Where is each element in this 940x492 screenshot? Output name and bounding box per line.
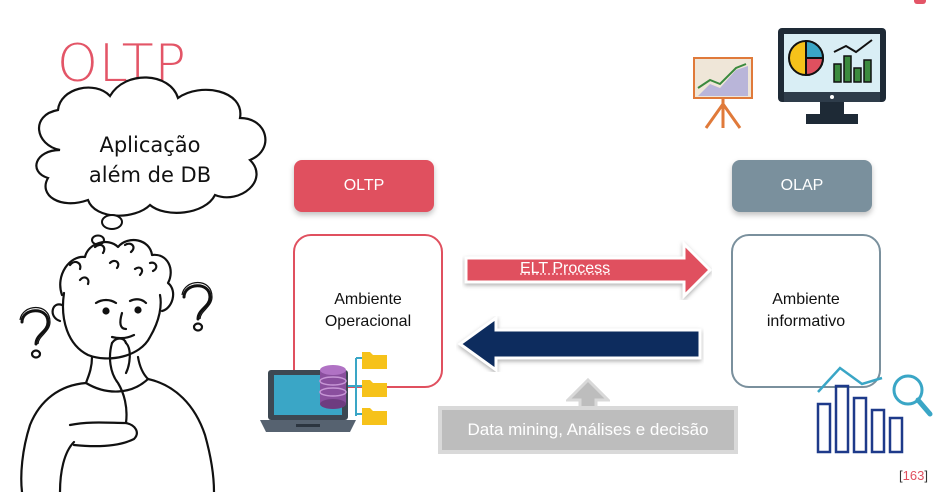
bar-chart-magnifier-icon — [816, 366, 933, 454]
oltp-header: OLTP — [294, 160, 434, 212]
thought-line-1: Aplicação — [99, 133, 201, 157]
folder-icon — [362, 352, 387, 425]
informative-line-2: informativo — [766, 313, 846, 330]
operational-line-2: Operacional — [324, 313, 412, 330]
olap-header: OLAP — [732, 160, 872, 212]
return-arrow — [457, 316, 702, 372]
elt-label-text: ELT Process — [520, 260, 611, 277]
elt-arrow — [464, 240, 712, 300]
question-mark-icon — [181, 282, 213, 332]
data-mining-box: Data mining, Análises e decisão — [438, 406, 738, 454]
monitor-dashboard-icon — [778, 28, 886, 124]
laptop-database-icon — [260, 352, 387, 432]
corner-accent — [914, 0, 926, 4]
informative-line-1: Ambiente — [772, 291, 840, 308]
thought-text: Aplicação além de DB — [70, 130, 230, 190]
question-mark-icon — [19, 307, 51, 359]
slide-number-value: 163 — [902, 468, 925, 483]
thought-line-2: além de DB — [88, 163, 212, 187]
presentation-board-icon — [693, 57, 753, 129]
thinking-person-illustration — [20, 238, 216, 492]
informative-environment: Ambiente informativo — [731, 234, 881, 388]
slide-number: [163] — [899, 468, 928, 483]
elt-label: ELT Process — [520, 260, 610, 278]
database-icon — [319, 365, 347, 409]
operational-line-1: Ambiente — [334, 291, 402, 308]
